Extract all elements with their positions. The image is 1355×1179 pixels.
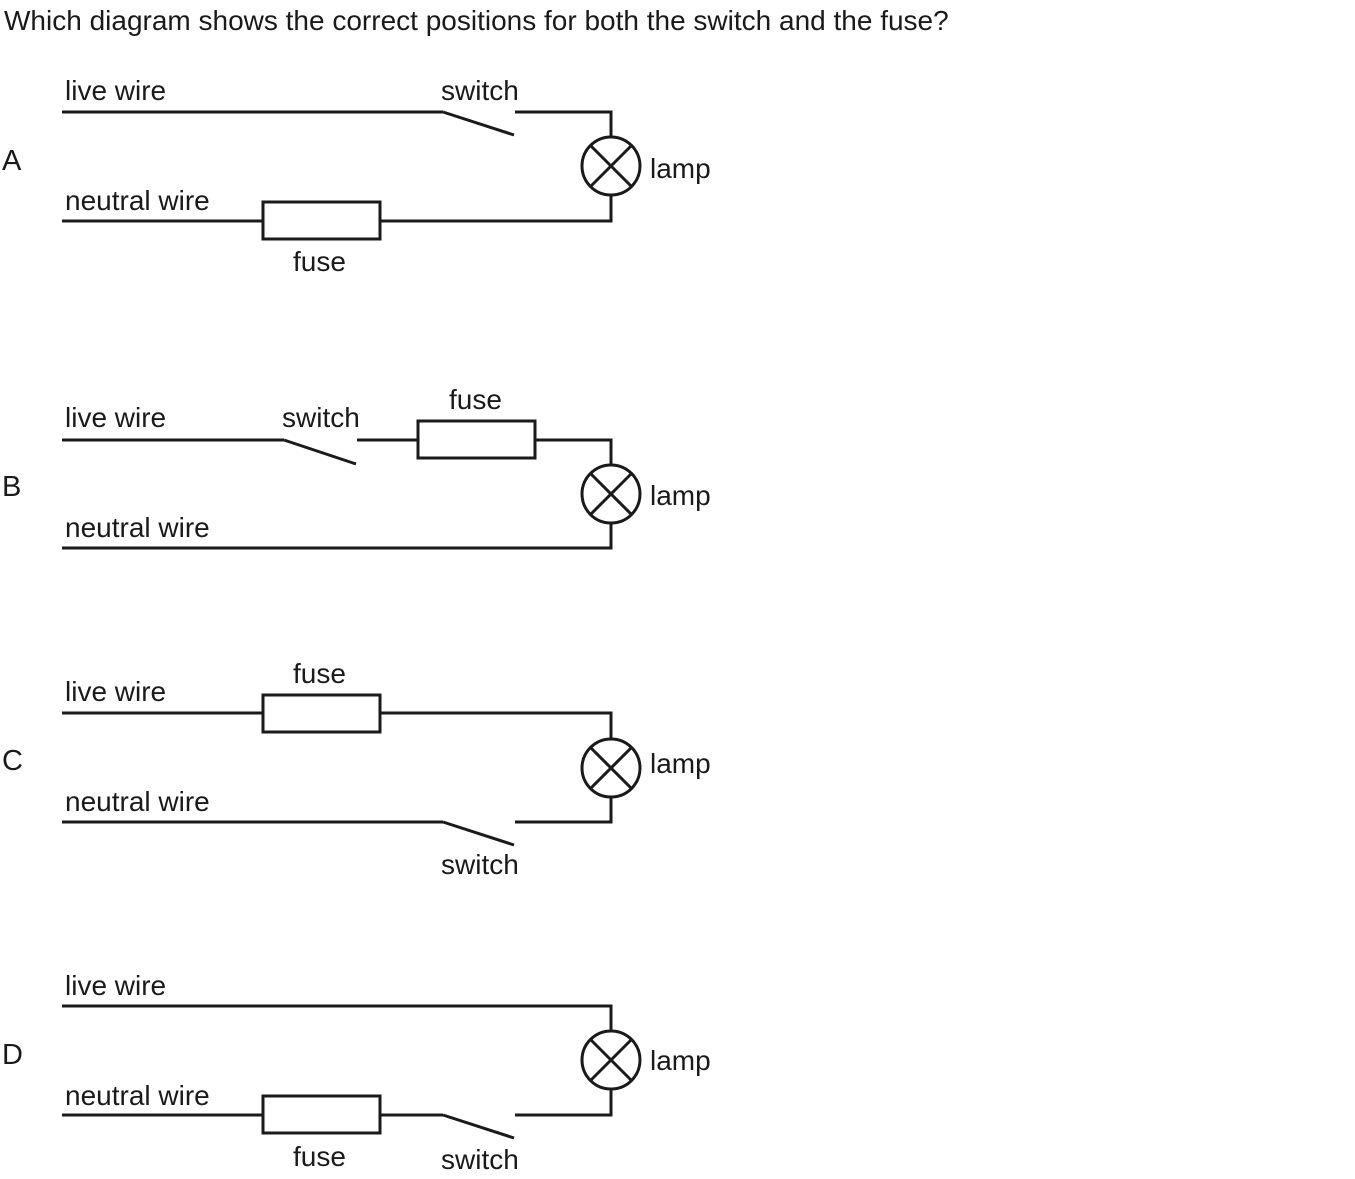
option-letter: A	[2, 145, 22, 177]
option-letter: C	[2, 745, 23, 777]
lamp-label: lamp	[650, 153, 711, 184]
switch-label: switch	[441, 849, 519, 880]
lamp-label: lamp	[650, 480, 711, 511]
live-wire-label: live wire	[65, 402, 166, 433]
live-wire-label: live wire	[65, 970, 166, 1001]
fuse-label: fuse	[293, 246, 346, 277]
neutral-wire	[62, 195, 613, 223]
switch-symbol	[283, 438, 357, 466]
switch-label: switch	[282, 402, 360, 433]
live-wire-label: live wire	[65, 75, 166, 106]
switch-symbol	[442, 110, 515, 137]
neutral-wire	[62, 523, 613, 550]
question-text: Which diagram shows the correct position…	[4, 5, 949, 36]
lamp-label: lamp	[650, 1045, 711, 1076]
lamp-icon	[580, 135, 642, 197]
live-wire	[62, 711, 613, 739]
live-wire	[62, 1004, 613, 1031]
option-a[interactable]: A live wire neutral wire switch fuse lam…	[2, 75, 711, 277]
lamp-label: lamp	[650, 748, 711, 779]
neutral-wire-label: neutral wire	[65, 1080, 210, 1111]
lamp-icon	[580, 463, 642, 525]
lamp-icon	[580, 1029, 642, 1091]
fuse-label: fuse	[449, 384, 502, 415]
fuse-symbol	[261, 200, 382, 241]
option-letter: D	[2, 1039, 23, 1071]
fuse-label: fuse	[293, 658, 346, 689]
fuse-symbol	[261, 1094, 382, 1135]
neutral-wire-label: neutral wire	[65, 512, 210, 543]
option-c[interactable]: C live wire neutral wire switch fuse lam…	[2, 658, 711, 880]
neutral-wire	[62, 797, 613, 824]
live-wire	[62, 438, 613, 465]
live-wire-label: live wire	[65, 676, 166, 707]
neutral-wire-label: neutral wire	[65, 786, 210, 817]
option-b[interactable]: B live wire neutral wire switch fuse lam…	[2, 384, 711, 550]
switch-symbol	[442, 1113, 515, 1140]
fuse-symbol	[416, 419, 537, 460]
neutral-wire	[62, 1089, 613, 1117]
lamp-icon	[580, 737, 642, 799]
option-letter: B	[2, 471, 21, 503]
fuse-label: fuse	[293, 1141, 346, 1172]
fuse-symbol	[261, 693, 382, 734]
live-wire	[62, 110, 613, 137]
neutral-wire-label: neutral wire	[65, 185, 210, 216]
switch-label: switch	[441, 1144, 519, 1175]
switch-label: switch	[441, 75, 519, 106]
switch-symbol	[442, 820, 515, 847]
option-d[interactable]: D live wire neutral wire switch fuse lam…	[2, 970, 711, 1175]
